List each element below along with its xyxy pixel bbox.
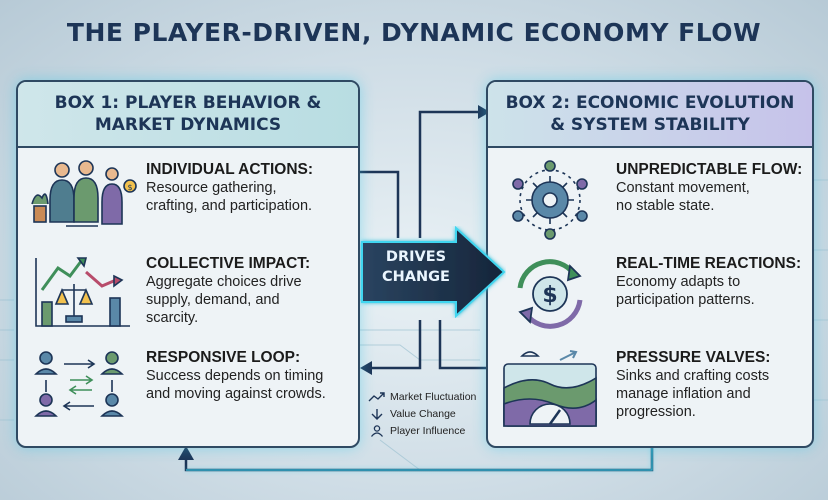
people-icon: $	[31, 160, 137, 227]
gear-network-icon	[512, 160, 588, 240]
box1-heading: BOX 1: PLAYER BEHAVIOR & MARKET DYNAMICS	[18, 82, 358, 148]
item-heading: COLLECTIVE IMPACT:	[146, 255, 311, 272]
item-description: Aggregate choices drive supply, demand, …	[146, 274, 302, 326]
item-description: Resource gathering, crafting, and partic…	[146, 180, 313, 214]
item-description: Constant movement, no stable state.	[616, 180, 750, 214]
box2-heading: BOX 2: ECONOMIC EVOLUTION & SYSTEM STABI…	[488, 82, 812, 148]
legend-item: Market Fluctuation	[368, 388, 476, 405]
item-description: Success depends on timing and moving aga…	[146, 368, 326, 402]
dollar-cycle-icon: $	[517, 259, 583, 329]
legend: Market Fluctuation Value Change Player I…	[368, 388, 476, 439]
gauge-landscape-icon	[503, 350, 597, 427]
legend-label: Player Influence	[390, 424, 466, 437]
exchange-loop-icon	[34, 351, 124, 417]
item-heading: UNPREDICTABLE FLOW:	[616, 161, 803, 178]
responsive-loop-item: RESPONSIVE LOOP: Success depends on timi…	[18, 348, 358, 438]
individual-actions-item: $ INDIVIDUAL ACTIONS: Resource gathering…	[18, 160, 358, 250]
item-heading: PRESSURE VALVES:	[616, 349, 771, 366]
legend-item: Player Influence	[368, 422, 476, 439]
legend-label: Market Fluctuation	[390, 390, 477, 403]
real-time-reactions-item: $ REAL-TIME REACTIONS: Economy adapts to…	[488, 254, 812, 344]
trend-icon	[368, 391, 385, 401]
pressure-valves-item: PRESSURE VALVES: Sinks and crafting cost…	[488, 348, 812, 438]
item-description: Sinks and crafting costs manage inflatio…	[616, 368, 770, 420]
drives-change-label: DRIVES CHANGE	[382, 249, 450, 285]
box2-heading-text: BOX 2: ECONOMIC EVOLUTION & SYSTEM STABI…	[505, 93, 795, 135]
box1-heading-text: BOX 1: PLAYER BEHAVIOR & MARKET DYNAMICS	[54, 93, 322, 135]
down-arrow-icon	[371, 408, 383, 420]
page-title: THE PLAYER-DRIVEN, DYNAMIC ECONOMY FLOW	[66, 18, 762, 47]
box-player-behavior: BOX 1: PLAYER BEHAVIOR & MARKET DYNAMICS…	[16, 80, 360, 448]
unpredictable-flow-item: UNPREDICTABLE FLOW: Constant movement, n…	[488, 160, 812, 250]
box-economic-evolution: BOX 2: ECONOMIC EVOLUTION & SYSTEM STABI…	[486, 80, 814, 448]
legend-label: Value Change	[390, 407, 456, 420]
collective-impact-item: COLLECTIVE IMPACT: Aggregate choices dri…	[18, 254, 358, 344]
return-connector-arrow	[438, 320, 486, 370]
item-heading: INDIVIDUAL ACTIONS:	[146, 161, 314, 178]
legend-item: Value Change	[368, 405, 476, 422]
chart-scales-icon	[35, 257, 130, 327]
item-heading: REAL-TIME REACTIONS:	[616, 255, 802, 272]
svg-text:$: $	[127, 183, 132, 192]
item-heading: RESPONSIVE LOOP:	[146, 349, 301, 366]
svg-text:$: $	[542, 283, 557, 308]
item-description: Economy adapts to participation patterns…	[616, 274, 755, 308]
person-icon	[370, 424, 384, 437]
drives-change-arrow	[361, 226, 506, 318]
